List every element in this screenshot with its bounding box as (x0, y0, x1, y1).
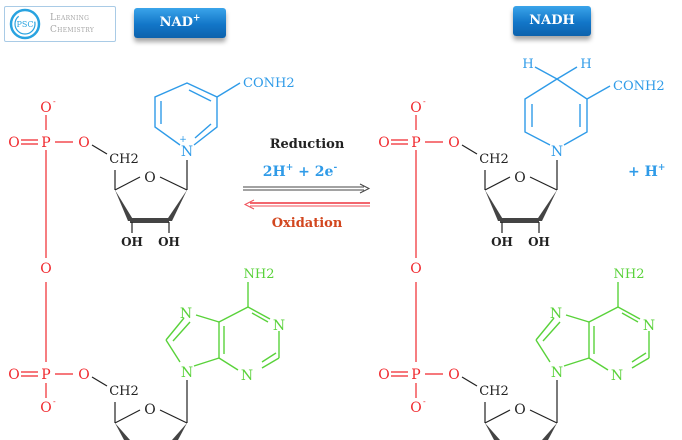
reaction-arrows: Reduction 2H+ + 2e- Oxidation (243, 137, 371, 231)
n-label: N (643, 318, 655, 334)
ch2-label: CH2 (479, 152, 509, 167)
o-label: O (8, 135, 19, 151)
o-label: O (8, 367, 19, 383)
n9-label: N (551, 365, 563, 381)
n-plus-label: N (181, 144, 193, 160)
oh-label: OH (158, 235, 180, 249)
o-label: O (78, 135, 89, 151)
logo-text: Learning Chemistry (50, 12, 94, 36)
oxidation-arrow (243, 199, 370, 210)
ch2-label: CH2 (479, 384, 509, 399)
n-label: N (550, 306, 562, 322)
nh2-label: NH2 (614, 267, 645, 282)
nadh-badge: NADH (513, 6, 591, 36)
p-label: P (411, 135, 420, 151)
o-minus-label: O (40, 100, 51, 116)
minus-sup: - (423, 397, 426, 406)
oh-label: OH (121, 235, 143, 249)
o-minus-label: O (410, 400, 421, 416)
nh2-label: NH2 (244, 267, 275, 282)
nicotinamide-ring (154, 82, 241, 146)
reagent-label: 2H+ + 2e- (263, 163, 338, 180)
bridge-o-label: O (40, 261, 51, 277)
logo: PSC Learning Chemistry (4, 6, 116, 42)
o-label: O (448, 135, 459, 151)
ring-o-label: O (144, 402, 155, 418)
n-label: N (273, 318, 285, 334)
oh-label: OH (528, 235, 550, 249)
reduction-arrow (243, 183, 371, 194)
nad-badge-text: NAD (159, 15, 193, 30)
minus-sup: - (53, 397, 56, 406)
ch2-label: CH2 (109, 384, 139, 399)
n-label: N (180, 306, 192, 322)
plus-h-label: + H+ (628, 163, 665, 180)
oxidation-label: Oxidation (272, 216, 343, 231)
n9-label: N (181, 365, 193, 381)
p-label: P (41, 367, 50, 383)
n-label: N (241, 368, 253, 384)
ring-o-label: O (514, 402, 525, 418)
o-minus-label: O (410, 100, 421, 116)
nadh-badge-text: NADH (529, 13, 575, 28)
reduction-label: Reduction (270, 137, 345, 152)
o-label: O (448, 367, 459, 383)
o-label: O (78, 367, 89, 383)
nad-plus-badge: NAD+ (134, 8, 226, 38)
h-label: H (580, 57, 591, 72)
o-minus-label: O (40, 400, 51, 416)
adenine-ring (535, 282, 650, 371)
logo-initials: PSC (17, 20, 34, 29)
nad-structure: O - O P O O CH2 O OH OH N + C (8, 76, 295, 440)
adenine-ring (165, 282, 280, 371)
ring-o-label: O (144, 170, 155, 186)
dihydronicotinamide-ring (524, 66, 611, 146)
h-label: H (522, 57, 533, 72)
logo-line-1: Learning (50, 13, 90, 23)
nad-badge-sup: + (192, 13, 201, 24)
p-label: P (41, 135, 50, 151)
oh-label: OH (491, 235, 513, 249)
o-label: O (378, 367, 389, 383)
logo-line-2: Chemistry (50, 25, 95, 35)
bridge-o-label: O (410, 261, 421, 277)
ring-o-label: O (514, 170, 525, 186)
n-label: N (611, 368, 623, 384)
logo-circle-icon: PSC (9, 8, 41, 40)
nadh-structure: O - O P O O CH2 O OH OH N (378, 57, 665, 440)
minus-sup: - (53, 97, 56, 106)
conh2-label: CONH2 (613, 79, 665, 94)
o-label: O (378, 135, 389, 151)
upper-phosphate: O - O P O O (8, 97, 90, 362)
ch2-label: CH2 (109, 152, 139, 167)
minus-sup: - (423, 97, 426, 106)
conh2-label: CONH2 (243, 76, 295, 91)
p-label: P (411, 367, 420, 383)
n-label: N (551, 144, 563, 160)
plus-sup: + (179, 135, 187, 145)
